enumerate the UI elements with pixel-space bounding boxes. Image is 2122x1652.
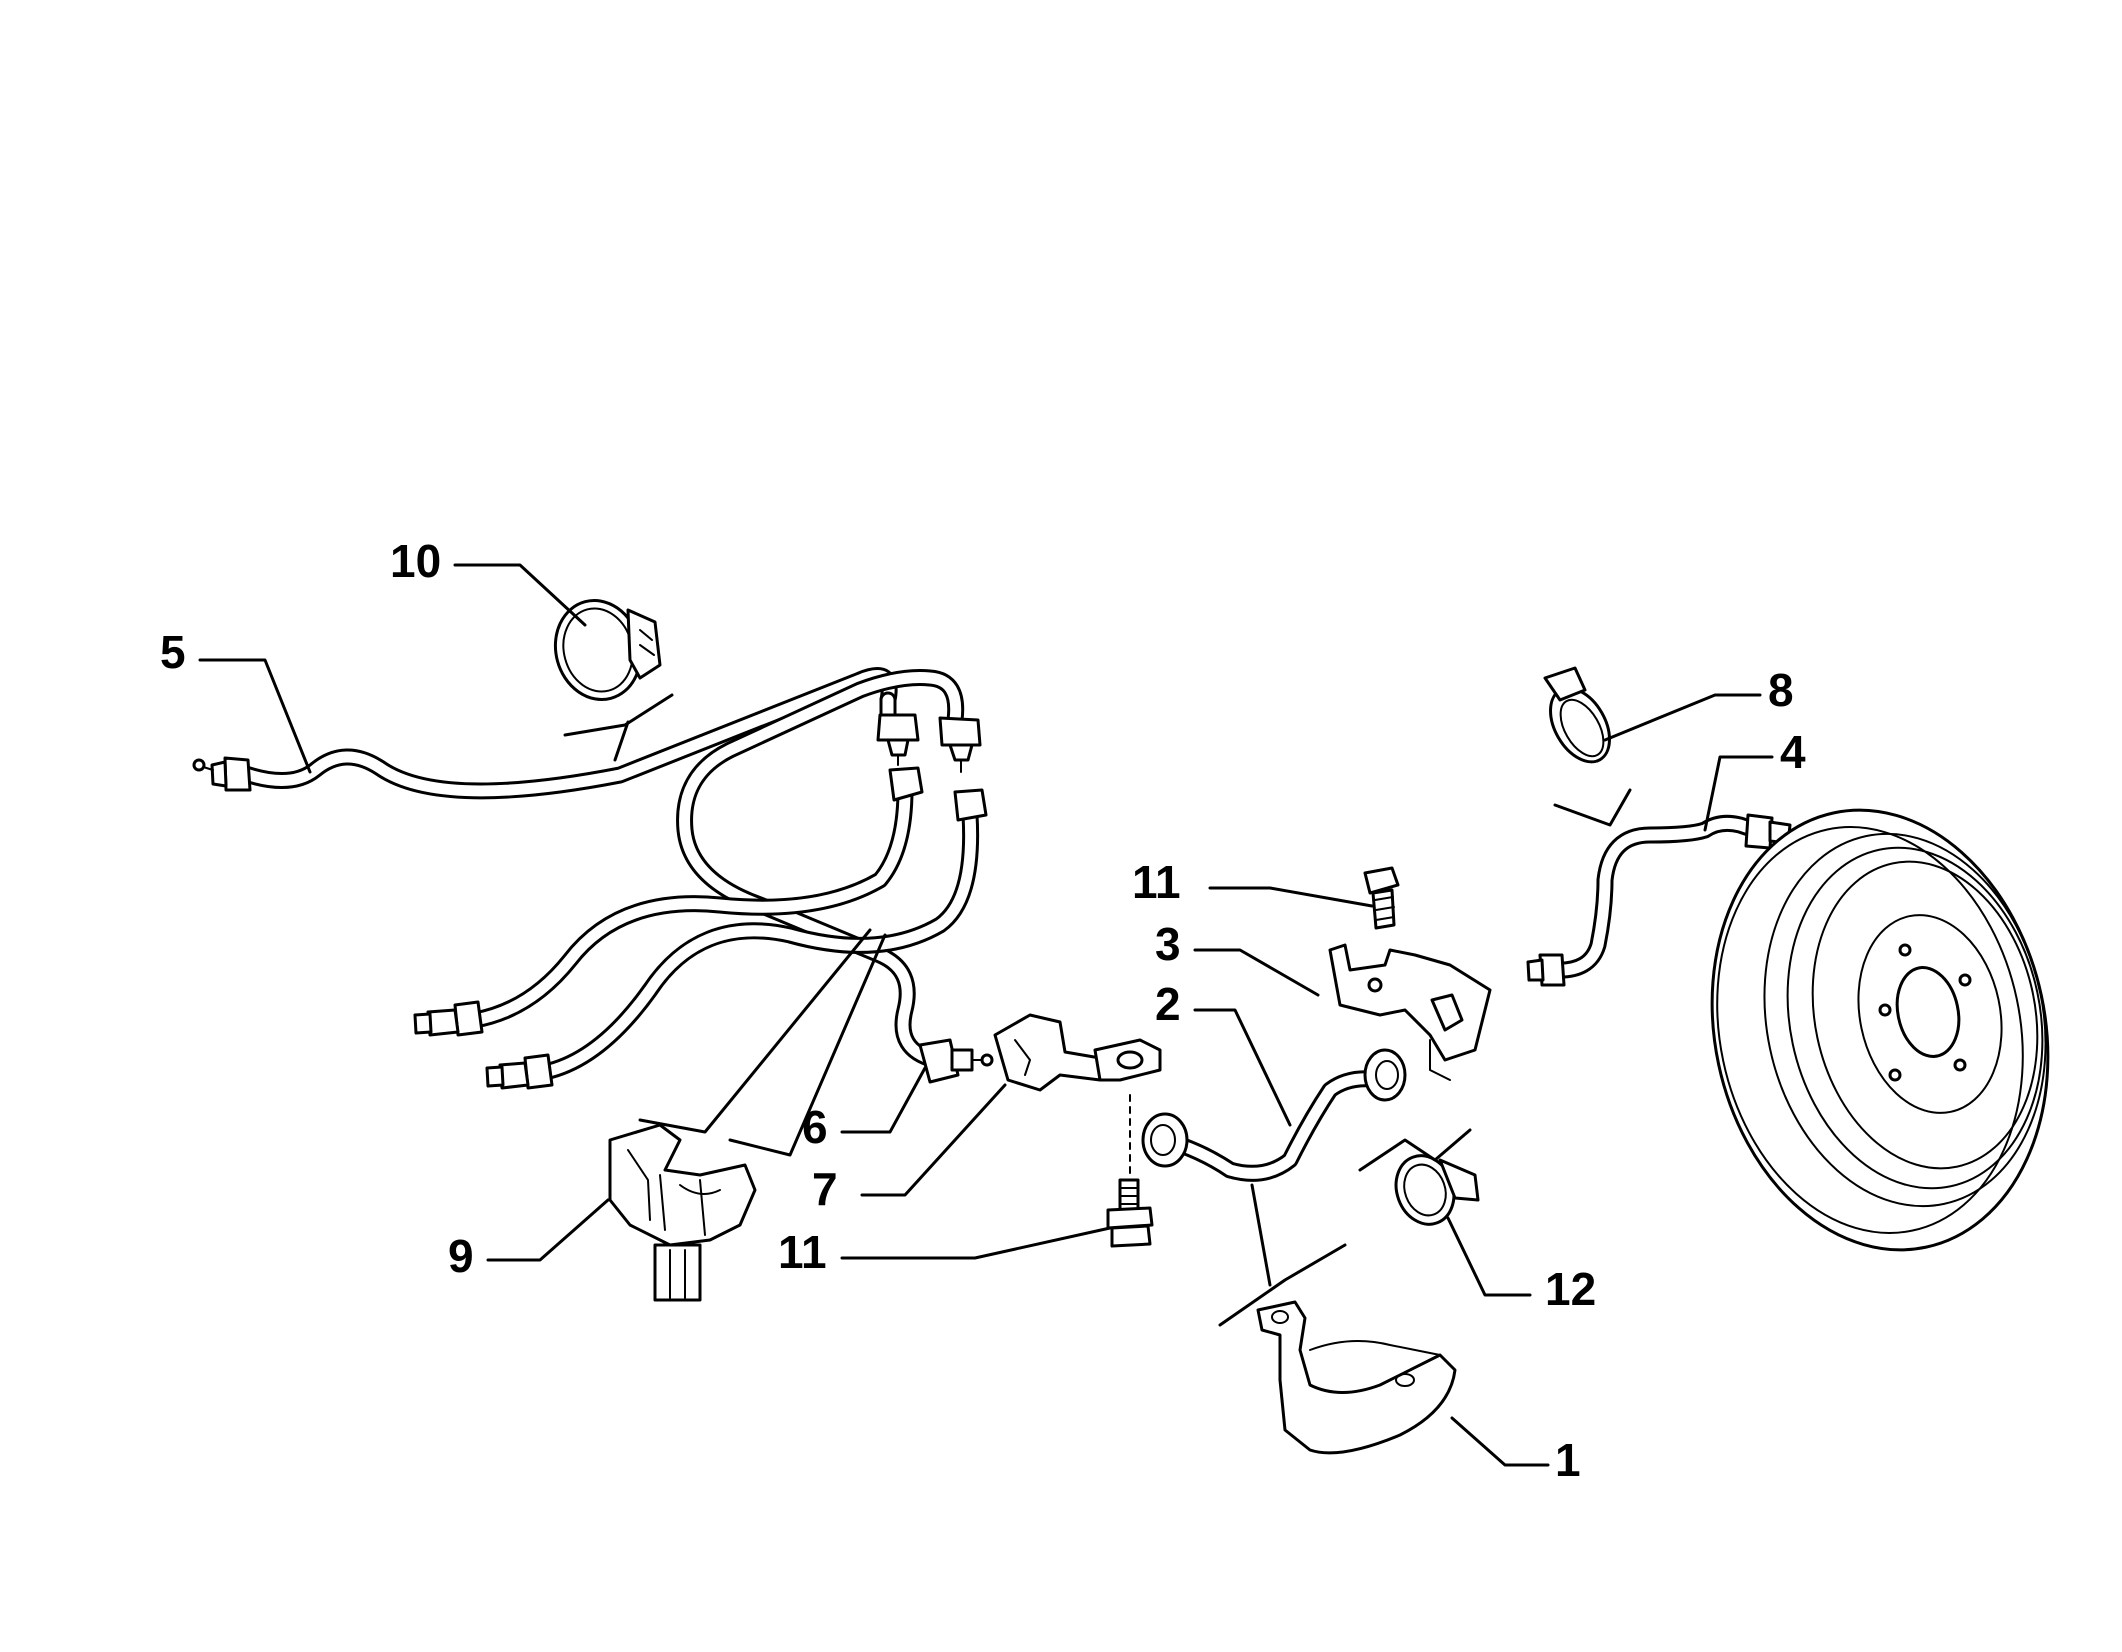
brake-regulator-9 bbox=[608, 1123, 757, 1302]
brake-pipe-4 bbox=[1546, 814, 1764, 979]
brake-pipe-7 bbox=[676, 669, 965, 1069]
pipe-fitting-4-left bbox=[1526, 953, 1566, 987]
pipe-bracket-7 bbox=[993, 1013, 1162, 1092]
pipe-fitting-upper-a bbox=[876, 713, 920, 766]
callout-10: 10 bbox=[390, 535, 441, 587]
hose-nut-b bbox=[953, 788, 988, 822]
hose-clamp-12 bbox=[1394, 1154, 1480, 1226]
callout-3: 3 bbox=[1155, 918, 1181, 970]
brake-drum bbox=[1710, 808, 2050, 1252]
callout-labels: 10 5 8 4 11 3 2 6 7 9 11 12 1 bbox=[160, 535, 1806, 1486]
callout-2: 2 bbox=[1155, 978, 1181, 1030]
flexible-hose-b bbox=[536, 806, 980, 1081]
leader-lines bbox=[198, 563, 1774, 1467]
shield-bracket-1 bbox=[1256, 1300, 1457, 1455]
callout-12: 12 bbox=[1545, 1263, 1596, 1315]
bracket-3 bbox=[1328, 943, 1492, 1081]
flexible-hose-a bbox=[466, 781, 914, 1029]
pipe-fitting-upper-b bbox=[938, 716, 982, 773]
callout-5: 5 bbox=[160, 626, 186, 678]
hose-clamp-10 bbox=[553, 598, 662, 702]
callout-1: 1 bbox=[1555, 1434, 1581, 1486]
brake-pipe-2 bbox=[1156, 1070, 1389, 1182]
callout-4: 4 bbox=[1780, 726, 1806, 778]
callout-11-upper: 11 bbox=[1132, 856, 1181, 908]
callout-9: 9 bbox=[448, 1230, 474, 1282]
callout-8: 8 bbox=[1768, 664, 1794, 716]
hose-clamp-8 bbox=[1543, 666, 1611, 764]
hose-nut-a bbox=[888, 766, 924, 802]
bolt-11-upper bbox=[1363, 866, 1400, 930]
pipe-fitting-2-right bbox=[1363, 1048, 1407, 1102]
callout-11-lower: 11 bbox=[778, 1226, 827, 1278]
hose-end-fitting-a bbox=[413, 1000, 484, 1037]
pipe-fitting-left bbox=[192, 756, 252, 792]
pipe-fitting-2-left bbox=[1141, 1112, 1189, 1168]
pipe-union-6 bbox=[918, 1038, 994, 1084]
callout-7: 7 bbox=[812, 1163, 838, 1215]
bolt-11-lower bbox=[1106, 1094, 1154, 1248]
hose-end-fitting-b bbox=[485, 1053, 554, 1090]
callout-6: 6 bbox=[802, 1101, 828, 1153]
brake-pipe-5 bbox=[231, 667, 898, 800]
